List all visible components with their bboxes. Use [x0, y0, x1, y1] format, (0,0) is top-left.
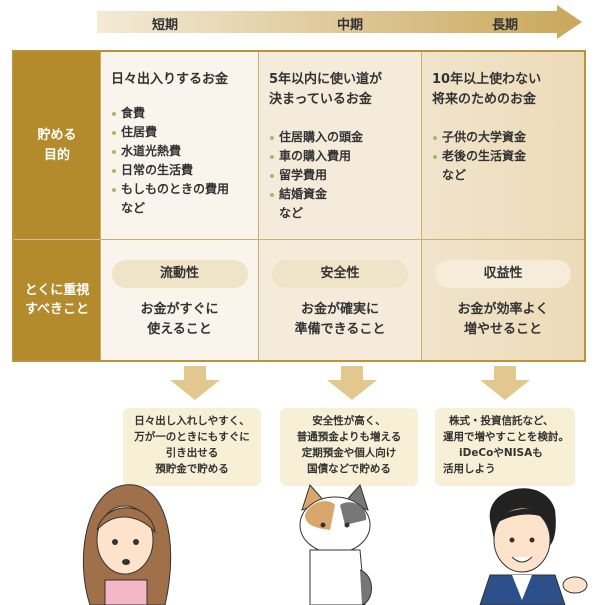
- list-item: 結婚資金: [269, 185, 421, 204]
- desc-line: お金がすぐに: [140, 302, 219, 317]
- term-short: 短期: [152, 18, 179, 33]
- priority-pill: 流動性: [111, 260, 248, 288]
- cell-long-priority: 収益性 お金が効率よく増やせること: [421, 240, 584, 360]
- timeline-arrow: 短期 中期 長期: [97, 5, 582, 39]
- list-item: 水道光熱費: [111, 142, 258, 161]
- list-item: 食費: [111, 104, 258, 123]
- advice-line: 定期預金や個人向け: [301, 447, 397, 459]
- item-list: 住居購入の頭金 車の購入費用 留学費用 結婚資金 など: [269, 128, 421, 223]
- advice-line: 普通預金よりも増える: [296, 431, 402, 443]
- advice-line: 万が一のときにもすぐに: [134, 431, 250, 443]
- savings-table: 貯める目的 とくに重視すべきこと 日々出入りするお金 食費 住居費 水道光熱費 …: [12, 50, 586, 362]
- desc-line: 準備できること: [294, 322, 386, 337]
- desc-line: お金が効率よく: [457, 302, 549, 317]
- woman-illustration: [82, 484, 172, 605]
- row-header-priority: とくに重視すべきこと: [14, 240, 100, 360]
- row-header-text: 貯める: [37, 128, 77, 143]
- cell-long-purpose: 10年以上使わない将来のためのお金 子供の大学資金 老後の生活資金 など: [421, 52, 584, 240]
- list-etc: など: [121, 201, 146, 215]
- arrow-right-icon: [97, 5, 582, 39]
- arrow-down-icon: [480, 366, 530, 400]
- advice-line: iDeCoやNISAも: [459, 447, 543, 459]
- priority-desc: お金が効率よく増やせること: [422, 300, 584, 340]
- advice-line: 安全性が高く、: [312, 415, 386, 427]
- man-illustration: [479, 488, 588, 605]
- advice-line: 運用で増やすことを検討。: [443, 431, 569, 443]
- list-item: 子供の大学資金: [432, 128, 584, 147]
- list-etc: など: [442, 168, 467, 182]
- priority-pill: 収益性: [435, 260, 571, 288]
- desc-line: お金が確実に: [300, 302, 379, 317]
- advice-mid: 安全性が高く、 普通預金よりも増える 定期預金や個人向け 国債などで貯める: [280, 408, 418, 486]
- cell-mid-priority: 安全性 お金が確実に準備できること: [258, 240, 421, 360]
- cell-title: 5年以内に使い道が決まっているお金: [269, 70, 421, 110]
- desc-line: 増やせること: [463, 322, 542, 337]
- list-item: 老後の生活資金: [432, 147, 584, 166]
- cell-short-priority: 流動性 お金がすぐに使えること: [100, 240, 258, 360]
- row-header-text: とくに重視: [24, 282, 90, 298]
- desc-line: 使えること: [147, 322, 212, 337]
- cell-mid-purpose: 5年以内に使い道が決まっているお金 住居購入の頭金 車の購入費用 留学費用 結婚…: [258, 52, 421, 240]
- advice-long: 株式・投資信託など、 運用で増やすことを検討。 iDeCoやNISAも 活用しよ…: [435, 408, 575, 486]
- advice-line: 株式・投資信託など、: [449, 415, 554, 427]
- advice-line: 預貯金で貯める: [155, 463, 229, 475]
- item-list: 子供の大学資金 老後の生活資金 など: [432, 128, 584, 185]
- arrow-down-icon: [327, 366, 377, 400]
- cell-title: 10年以上使わない将来のためのお金: [432, 70, 584, 110]
- priority-desc: お金が確実に準備できること: [259, 300, 421, 340]
- term-mid: 中期: [337, 18, 364, 33]
- title-line: 決まっているお金: [269, 92, 372, 107]
- advice-line: 引き出せる: [165, 447, 219, 459]
- term-long: 長期: [492, 18, 519, 33]
- advice-short: 日々出し入れしやすく、 万が一のときにもすぐに 引き出せる 預貯金で貯める: [123, 408, 261, 486]
- title-line: 5年以内に使い道が: [269, 72, 383, 87]
- cell-title: 日々出入りするお金: [111, 70, 258, 90]
- cat-illustration: [299, 484, 372, 605]
- title-line: 日々出入りするお金: [111, 72, 229, 87]
- list-item: 住居購入の頭金: [269, 128, 421, 147]
- list-item: もしものときの費用: [111, 180, 258, 199]
- advice-line: 国債などで貯める: [307, 463, 391, 475]
- title-line: 将来のためのお金: [432, 92, 537, 107]
- list-item: 車の購入費用: [269, 147, 421, 166]
- row-header-text: すべきこと: [24, 302, 90, 317]
- arrow-down-icon: [170, 366, 220, 400]
- list-etc: など: [279, 206, 304, 220]
- item-list: 食費 住居費 水道光熱費 日常の生活費 もしものときの費用 など: [111, 104, 258, 218]
- row-header-purpose: 貯める目的: [14, 52, 100, 240]
- priority-pill: 安全性: [272, 260, 408, 288]
- advice-line: 日々出し入れしやすく、: [134, 415, 250, 427]
- list-item: 住居費: [111, 123, 258, 142]
- list-item: 日常の生活費: [111, 161, 258, 180]
- cell-short-purpose: 日々出入りするお金 食費 住居費 水道光熱費 日常の生活費 もしものときの費用 …: [100, 52, 258, 240]
- title-line: 10年以上使わない: [432, 72, 542, 87]
- priority-desc: お金がすぐに使えること: [101, 300, 258, 340]
- row-header-text: 目的: [43, 147, 70, 163]
- advice-line: 活用しよう: [443, 463, 496, 475]
- list-item: 留学費用: [269, 166, 421, 185]
